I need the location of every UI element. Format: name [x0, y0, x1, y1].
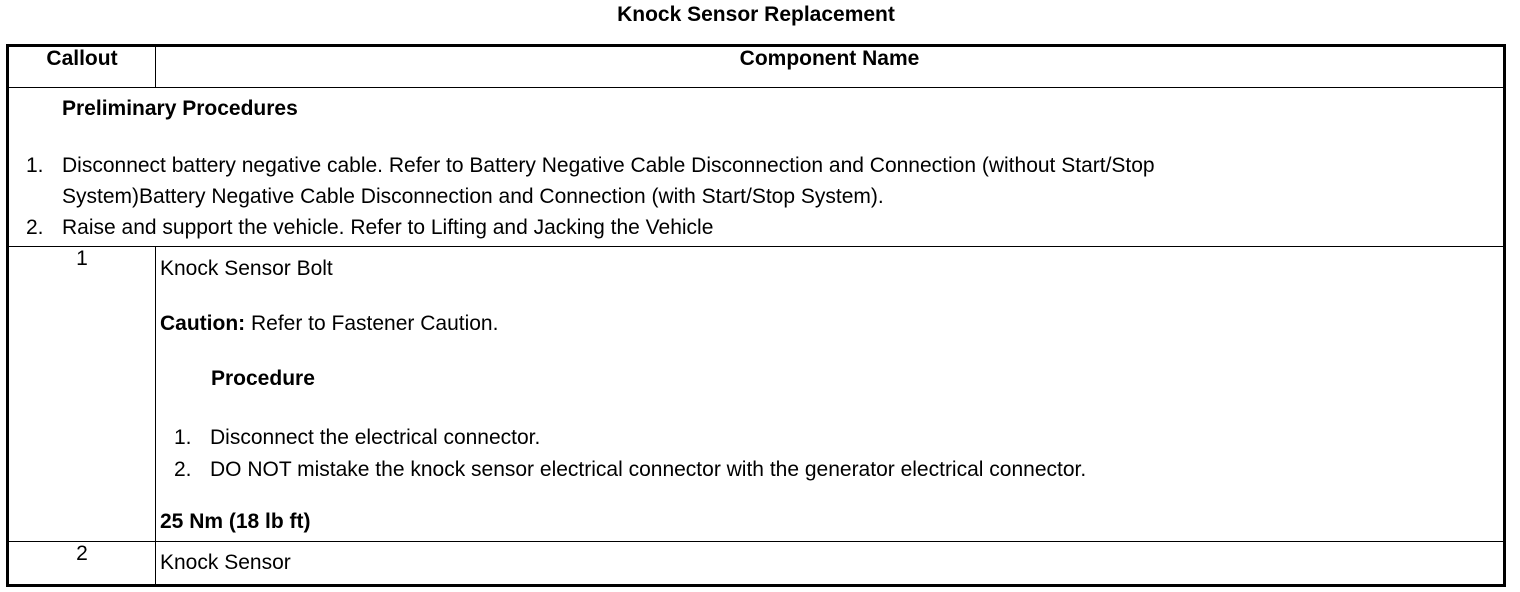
step-text: Raise and support the vehicle. Refer to … [62, 216, 714, 239]
step-number: 1. [26, 154, 44, 177]
document-title: Knock Sensor Replacement [617, 3, 895, 26]
step-text: Disconnect the electrical connector. [210, 426, 541, 449]
list-item: 1. Disconnect the electrical connector. [174, 422, 1086, 454]
list-item: 2. DO NOT mistake the knock sensor elect… [174, 454, 1086, 486]
callout-number: 2 [7, 541, 156, 586]
caution-label: Caution: [160, 312, 246, 335]
step-text: DO NOT mistake the knock sensor electric… [210, 458, 1087, 481]
torque-spec: 25 Nm (18 lb ft) [160, 510, 311, 533]
list-item: 2. Raise and support the vehicle. Refer … [26, 212, 1386, 243]
table-row: 2 Knock Sensor [7, 541, 1505, 586]
table-header-row: Callout Component Name [7, 45, 1505, 88]
caution-text: Refer to Fastener Caution. [245, 312, 499, 335]
component-name: Knock Sensor [155, 541, 1505, 586]
procedure-heading: Procedure [211, 367, 315, 390]
header-component-name: Component Name [155, 45, 1505, 88]
step-text: Disconnect battery negative cable. Refer… [62, 150, 1386, 212]
preliminary-heading: Preliminary Procedures [62, 97, 298, 120]
caution-note: Caution: Refer to Fastener Caution. [160, 312, 498, 336]
step-text-line-2: System)Battery Negative Cable Disconnect… [62, 185, 884, 208]
table-row: 1 Knock Sensor Bolt Caution: Refer to Fa… [7, 246, 1505, 542]
step-number: 2. [26, 216, 44, 239]
preliminary-steps: 1. Disconnect battery negative cable. Re… [26, 150, 1386, 243]
procedure-steps: 1. Disconnect the electrical connector. … [174, 422, 1086, 486]
component-name: Knock Sensor Bolt [160, 257, 333, 280]
callout-table: Callout Component Name Preliminary Proce… [6, 44, 1506, 587]
step-text-line-1: Disconnect battery negative cable. Refer… [62, 154, 1155, 177]
callout-number: 1 [7, 246, 156, 542]
preliminary-cell: Preliminary Procedures 1. Disconnect bat… [7, 87, 1505, 247]
list-item: 1. Disconnect battery negative cable. Re… [26, 150, 1386, 212]
header-callout: Callout [7, 45, 156, 88]
component-cell: Knock Sensor Bolt Caution: Refer to Fast… [155, 246, 1505, 542]
preliminary-row: Preliminary Procedures 1. Disconnect bat… [7, 87, 1505, 247]
step-number: 1. [174, 426, 192, 449]
step-number: 2. [174, 458, 192, 481]
